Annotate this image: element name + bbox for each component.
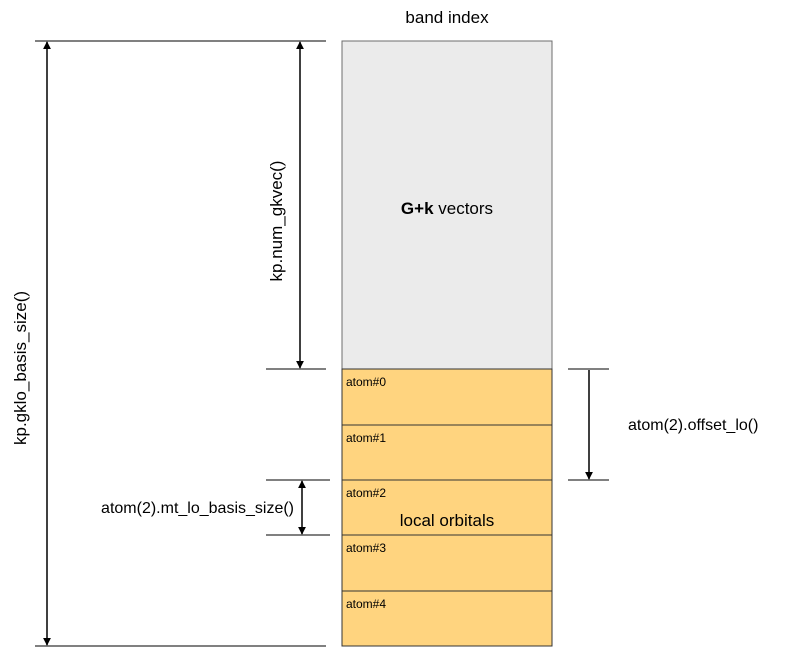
atom-label: atom#4 [346,597,386,611]
gkvec-label: kp.num_gkvec() [267,161,286,282]
atom-row [341,479,553,536]
atom-row [341,368,553,426]
local-orbitals-label: local orbitals [400,511,495,530]
gk-vectors-block [341,40,553,370]
atom-row [341,424,553,481]
local-orbitals-block [341,368,553,647]
gk-vectors-label: G+k vectors [401,199,493,218]
atom-label: atom#0 [346,375,386,389]
mt-lo-label: atom(2).mt_lo_basis_size() [101,500,294,517]
offset-lo-label: atom(2).offset_lo() [628,417,758,434]
atom-row [341,590,553,647]
diagram-title: band index [405,8,489,27]
atom-label: atom#1 [346,431,386,445]
atom-row [341,534,553,592]
atom-label: atom#2 [346,486,386,500]
atom-label: atom#3 [346,541,386,555]
total-size-label: kp.gklo_basis_size() [11,291,30,445]
